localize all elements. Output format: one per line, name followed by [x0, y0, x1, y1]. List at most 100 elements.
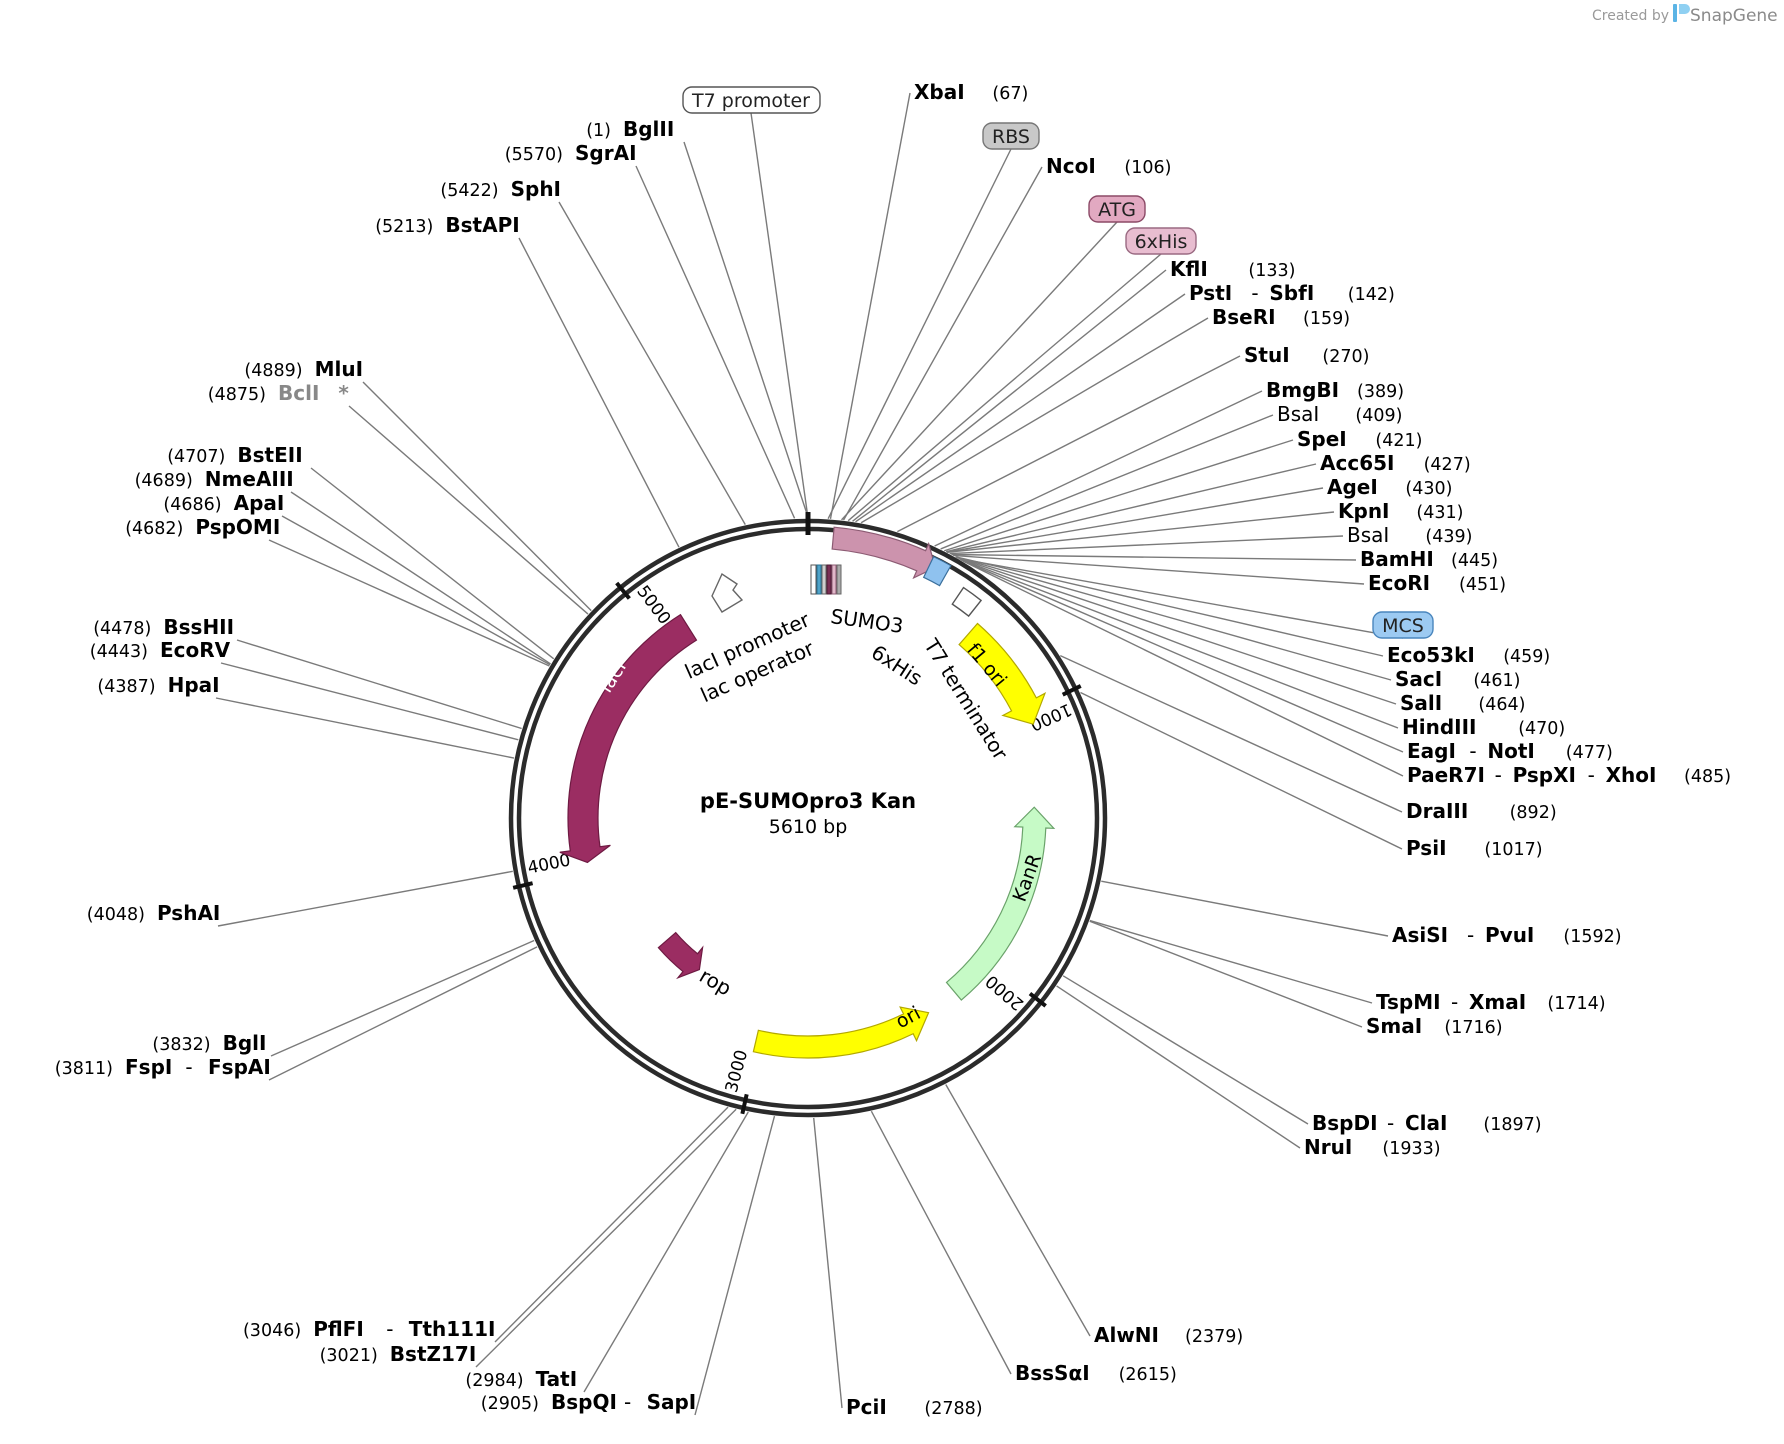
enzyme-site-32[interactable]: BsaI(439): [1347, 523, 1472, 547]
enzyme-name: BstEII: [237, 443, 302, 467]
enzyme-name: FspI: [125, 1055, 172, 1079]
his-tag-label-box[interactable]: 6xHis: [1125, 227, 1197, 255]
plasmid-title-block: pE-SUMOpro3 Kan 5610 bp: [700, 789, 916, 838]
enzyme-site-17[interactable]: (3021)BstZ17I: [320, 1342, 477, 1366]
enzyme-site-22[interactable]: KflI(133): [1170, 257, 1295, 281]
enzyme-name: AlwNI: [1094, 1323, 1159, 1347]
enzyme-site-16[interactable]: (3046)PflFI-Tth111I: [243, 1317, 495, 1341]
enzyme-position: (4689): [135, 471, 193, 491]
snapgene-logo-icon: [1673, 4, 1690, 22]
enzyme-site-39[interactable]: EagI-NotI(477): [1407, 739, 1613, 763]
enzyme-name: PvuI: [1485, 923, 1534, 947]
enzyme-site-42[interactable]: PsiI(1017): [1406, 836, 1543, 860]
enzyme-name: MluI: [315, 357, 363, 381]
enzyme-site-30[interactable]: AgeI(430): [1327, 475, 1452, 499]
enzyme-name: BssHII: [163, 615, 234, 639]
enzyme-site-11[interactable]: (4443)EcoRV: [90, 638, 231, 662]
laci-promoter-arrow[interactable]: [711, 572, 744, 613]
enzyme-site-13[interactable]: (4048)PshAI: [87, 901, 221, 925]
enzyme-site-18[interactable]: (2984)TatI: [465, 1367, 577, 1391]
enzyme-site-48[interactable]: AlwNI(2379): [1094, 1323, 1243, 1347]
t7-terminator-box[interactable]: [951, 586, 983, 618]
enzyme-site-46[interactable]: BspDI-ClaI(1897): [1312, 1111, 1542, 1135]
enzyme-site-3[interactable]: (5213)BstAPI: [375, 213, 520, 237]
enzyme-position: (445): [1451, 551, 1498, 571]
enzyme-site-43[interactable]: AsiSI-PvuI(1592): [1392, 923, 1622, 947]
enzyme-site-36[interactable]: SacI(461): [1395, 667, 1520, 691]
enzyme-site-0[interactable]: (1)BglII: [586, 117, 674, 141]
enzyme-name: SgrAI: [575, 141, 637, 165]
rop-arrow[interactable]: [657, 931, 704, 980]
enzyme-site-4[interactable]: (4889)MluI: [244, 357, 363, 381]
rbs-box[interactable]: RBS: [982, 122, 1040, 150]
enzyme-position: (2905): [481, 1394, 539, 1414]
enzyme-name: SphI: [511, 177, 561, 201]
enzyme-name: KpnI: [1338, 499, 1390, 523]
enzyme-name: KflI: [1170, 257, 1208, 281]
enzyme-site-20[interactable]: XbaI(67): [914, 80, 1028, 104]
enzyme-name: BglI: [223, 1031, 267, 1055]
enzyme-site-40[interactable]: PaeR7I-PspXI-XhoI(485): [1407, 763, 1731, 787]
enzyme-site-14[interactable]: (3832)BglI: [152, 1031, 266, 1055]
enzyme-position: (427): [1424, 455, 1471, 475]
mcs-text: MCS: [1382, 615, 1424, 637]
enzyme-name: BsaI: [1277, 402, 1319, 426]
enzyme-site-19[interactable]: (2905)BspQI-SapI: [481, 1390, 696, 1414]
t7-promoter-box[interactable]: T7 promoter: [682, 86, 821, 114]
enzyme-site-23[interactable]: PstI-SbfI(142): [1189, 281, 1395, 305]
mcs-box[interactable]: MCS: [1372, 611, 1434, 639]
promoter-rbs-blocks[interactable]: [810, 564, 842, 595]
enzyme-separator: -: [624, 1390, 631, 1414]
enzyme-site-29[interactable]: Acc65I(427): [1320, 451, 1471, 475]
tick-mark-1000: [1061, 684, 1082, 697]
enzyme-site-37[interactable]: SalI(464): [1400, 691, 1525, 715]
enzyme-name: *: [338, 381, 349, 405]
enzyme-site-26[interactable]: BmgBI (389): [1266, 378, 1404, 402]
enzyme-site-34[interactable]: EcoRI(451): [1368, 571, 1506, 595]
enzyme-site-25[interactable]: StuI(270): [1244, 343, 1369, 367]
enzyme-site-38[interactable]: HindIII(470): [1402, 715, 1565, 739]
enzyme-site-47[interactable]: NruI(1933): [1304, 1135, 1441, 1159]
enzyme-position: (389): [1357, 382, 1404, 402]
sumo3-arrow[interactable]: [831, 526, 937, 580]
enzyme-position: (461): [1473, 671, 1520, 691]
enzyme-site-27[interactable]: BsaI(409): [1277, 402, 1402, 426]
enzyme-site-8[interactable]: (4686)ApaI: [163, 491, 284, 515]
enzyme-site-24[interactable]: BseRI(159): [1212, 305, 1350, 329]
enzyme-site-9[interactable]: (4682)PspOMI: [125, 515, 280, 539]
enzyme-name: BmgBI: [1266, 378, 1339, 402]
enzyme-site-6[interactable]: (4707)BstEII: [167, 443, 302, 467]
enzyme-site-45[interactable]: SmaI(1716): [1366, 1014, 1503, 1038]
enzyme-site-49[interactable]: BssSαI(2615): [1015, 1361, 1177, 1385]
enzyme-site-21[interactable]: NcoI(106): [1046, 154, 1171, 178]
enzyme-site-1[interactable]: (5570)SgrAI: [505, 141, 637, 165]
his-tag-box[interactable]: [922, 555, 952, 587]
enzyme-site-5[interactable]: (4875)BclI*: [208, 381, 350, 405]
enzyme-position: (431): [1416, 503, 1463, 523]
enzyme-name: BclI: [278, 381, 319, 405]
enzyme-site-28[interactable]: SpeI(421): [1297, 427, 1422, 451]
laci-arrow[interactable]: [559, 613, 698, 864]
f1-ori-arrow[interactable]: [958, 622, 1047, 725]
tick-mark-4000: [512, 881, 534, 890]
kanr-arrow[interactable]: [945, 806, 1056, 1001]
ori-arrow[interactable]: [752, 1006, 930, 1059]
enzyme-site-41[interactable]: DraIII(892): [1406, 799, 1557, 823]
snapgene-credit[interactable]: Created by SnapGene: [1592, 4, 1778, 26]
enzyme-site-50[interactable]: PciI(2788): [846, 1395, 983, 1419]
enzyme-site-10[interactable]: (4478)BssHII: [93, 615, 234, 639]
enzyme-site-33[interactable]: BamHI(445): [1360, 547, 1498, 571]
enzyme-separator: -: [185, 1055, 192, 1079]
enzyme-site-7[interactable]: (4689)NmeAIII: [135, 467, 294, 491]
tick-label-3000: 3000: [722, 1048, 752, 1095]
enzyme-site-12[interactable]: (4387)HpaI: [97, 673, 219, 697]
enzyme-position: (4686): [163, 495, 221, 515]
enzyme-site-44[interactable]: TspMI-XmaI(1714): [1376, 990, 1606, 1014]
atg-box[interactable]: ATG: [1088, 195, 1146, 223]
enzyme-name: HpaI: [168, 673, 220, 697]
enzyme-site-35[interactable]: Eco53kI(459): [1387, 643, 1550, 667]
enzyme-name: XbaI: [914, 80, 965, 104]
enzyme-site-2[interactable]: (5422)SphI: [440, 177, 561, 201]
enzyme-site-15[interactable]: (3811)FspI-FspAI: [55, 1055, 271, 1079]
enzyme-site-31[interactable]: KpnI (431): [1338, 499, 1463, 523]
